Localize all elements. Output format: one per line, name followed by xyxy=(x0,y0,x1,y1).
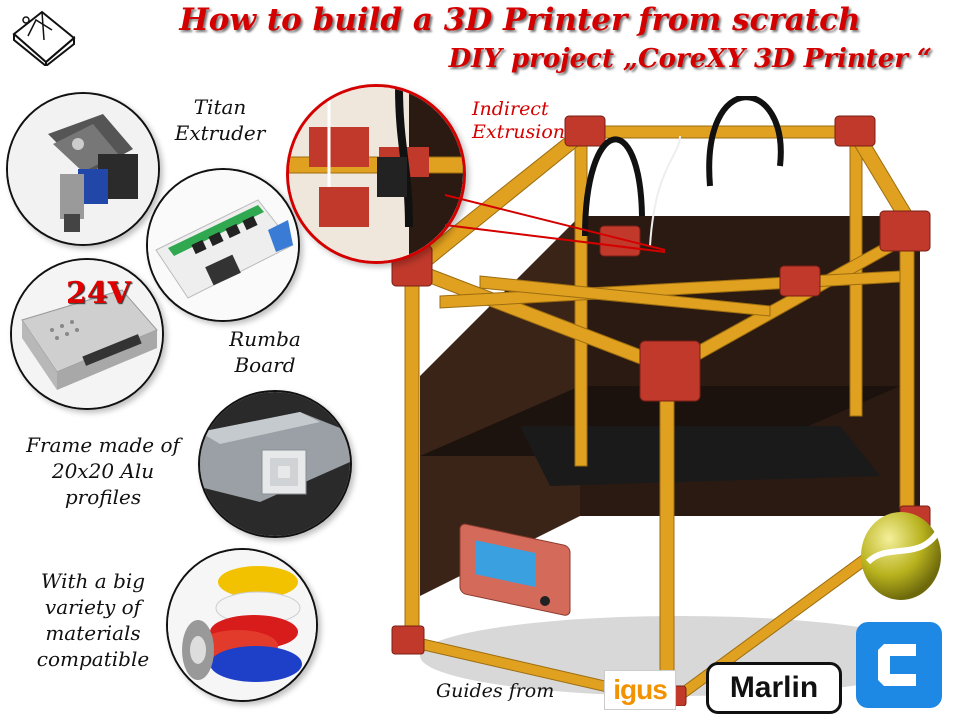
page-title: How to build a 3D Printer from scratch xyxy=(179,2,861,38)
materials-label: With a big variety of materials compatib… xyxy=(36,569,150,671)
indirect-extrusion-label: Indirect Extrusion xyxy=(472,98,566,143)
titan-extruder-label: Titan Extruder xyxy=(174,95,266,145)
marlin-logo: Marlin xyxy=(706,662,842,714)
igus-logo: igus xyxy=(604,670,676,710)
indirect-extrusion-zoom xyxy=(286,84,466,264)
cura-c-icon xyxy=(856,622,942,708)
power-supply-photo xyxy=(10,258,164,410)
simplify3d-sphere-icon xyxy=(858,502,944,604)
callout-connector-line xyxy=(440,190,670,270)
page-subtitle: DIY project „CoreXY 3D Printer “ xyxy=(448,44,932,74)
guides-from-label: Guides from xyxy=(436,680,555,702)
alu-profile-photo xyxy=(198,390,352,538)
frame-profile-label: Frame made of 20x20 Alu profiles xyxy=(26,433,180,509)
rumba-board-photo xyxy=(146,168,300,322)
titan-extruder-photo xyxy=(6,92,160,246)
notebook-sketch-icon xyxy=(8,6,80,69)
filament-spools-photo xyxy=(166,548,318,702)
rumba-board-label: Rumba Board xyxy=(229,327,301,377)
voltage-badge: 24V xyxy=(66,276,132,311)
